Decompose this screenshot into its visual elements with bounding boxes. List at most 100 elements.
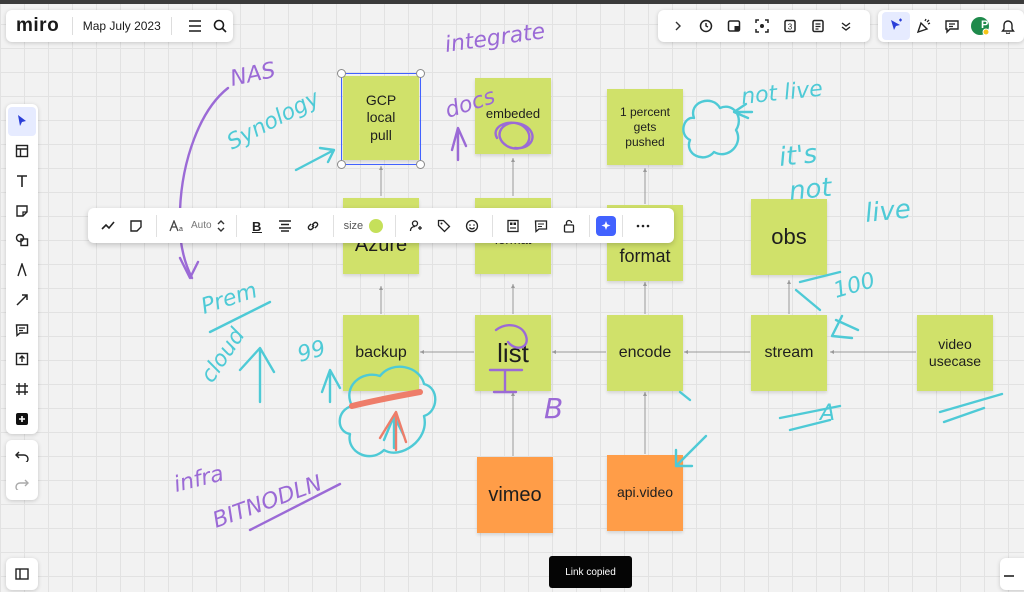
ink-text-99: 99 [295, 336, 329, 368]
celebrate-icon[interactable] [910, 12, 938, 40]
ink-text-prem: Prem [198, 278, 260, 319]
sticky-embeded[interactable]: embeded [475, 78, 551, 154]
notifications-bell-icon[interactable] [994, 12, 1022, 40]
font-icon[interactable]: a [163, 212, 191, 240]
undo-icon[interactable] [8, 442, 36, 470]
text-icon[interactable] [8, 166, 36, 195]
ink-red-strike [349, 389, 423, 409]
ink-text-not-live: not live [740, 77, 824, 110]
sticky-1-percent-gets-pushed[interactable]: 1 percent gets pushed [607, 89, 683, 165]
bold-icon[interactable]: B [243, 212, 271, 240]
sticky-shape-icon[interactable] [122, 212, 150, 240]
font-size-value[interactable]: Auto [191, 220, 212, 231]
avatar-icon[interactable] [966, 12, 994, 40]
ink-text-cloud: cloud [196, 323, 251, 387]
focus-icon[interactable] [748, 12, 776, 40]
comment-icon[interactable] [8, 315, 36, 344]
sticky-vimeo[interactable]: vimeo [477, 457, 553, 533]
svg-text:3: 3 [788, 23, 793, 32]
add-more-icon[interactable] [8, 404, 36, 433]
toast-notification: Link copied [549, 556, 632, 588]
shapes-icon[interactable] [8, 226, 36, 255]
divider [622, 214, 624, 237]
sticky-color-swatch[interactable] [369, 218, 384, 233]
ink-loop-embeded [494, 121, 534, 150]
select-cursor-icon[interactable] [882, 12, 910, 40]
ink-text-live: live [864, 194, 913, 229]
sticky-stream[interactable]: stream [751, 315, 827, 391]
miro-logo[interactable]: miro [16, 15, 60, 36]
present-icon[interactable] [720, 12, 748, 40]
divider [156, 214, 157, 237]
hamburger-menu-icon[interactable] [182, 12, 208, 40]
ink-text-a: A [818, 401, 835, 426]
ink-text-nas: NAS [228, 58, 278, 92]
size-label[interactable]: size [343, 219, 364, 232]
assign-user-icon[interactable] [402, 212, 430, 240]
redo-icon[interactable] [8, 470, 36, 498]
ink-text-docs: docs [442, 84, 498, 124]
ink-cloud [338, 365, 437, 458]
sticky-gcp-local-pull[interactable]: GCP local pull [343, 76, 419, 160]
divider [71, 17, 73, 35]
notes-icon[interactable] [804, 12, 832, 40]
more-chevrons-icon[interactable] [832, 12, 860, 40]
selection-box[interactable] [337, 69, 425, 169]
divider [589, 214, 591, 237]
avatar-letter: P [981, 19, 989, 31]
templates-icon[interactable] [8, 137, 36, 166]
lock-icon[interactable] [555, 212, 583, 240]
switch-type-icon[interactable] [94, 212, 122, 240]
ink-cloud-right [682, 99, 741, 159]
card-icon[interactable] [499, 212, 527, 240]
board-sidebar-toggle[interactable] [6, 558, 38, 590]
divider [235, 214, 237, 237]
sticky-encode[interactable]: encode [607, 315, 683, 391]
sticky-video-usecase[interactable]: video usecase [917, 315, 993, 391]
history-toolbar [6, 440, 38, 500]
more-options-icon[interactable] [629, 212, 657, 240]
ink-text-its: it's [778, 139, 819, 173]
sticky-context-toolbar: a Auto B size [88, 208, 674, 243]
board-header: miro Map July 2023 [6, 10, 233, 42]
select-icon[interactable] [8, 107, 36, 136]
connection-line-icon[interactable] [8, 285, 36, 314]
sticky-backup[interactable]: backup [343, 315, 419, 391]
board-title[interactable]: Map July 2023 [82, 19, 161, 33]
svg-text:a: a [179, 226, 183, 232]
resize-handle-tr[interactable] [416, 69, 425, 78]
resize-handle-tl[interactable] [337, 69, 346, 78]
ink-text-synology: Synology [223, 85, 325, 155]
collaboration-toolbar [878, 10, 1024, 42]
sidebar-panel-icon [15, 568, 29, 580]
upload-icon[interactable] [8, 345, 36, 374]
sticky-api-video[interactable]: api.video [607, 455, 683, 531]
search-icon[interactable] [207, 12, 233, 40]
comments-icon[interactable] [938, 12, 966, 40]
font-size-stepper-icon[interactable] [212, 212, 230, 240]
divider [170, 17, 172, 35]
ink-text-not: not [788, 173, 834, 207]
sticky-obs[interactable]: obs [751, 199, 827, 275]
pen-icon[interactable] [8, 256, 36, 285]
frames-count-icon[interactable]: 3 [776, 12, 804, 40]
chevron-right-icon[interactable] [664, 12, 692, 40]
sticky-note-icon[interactable] [8, 196, 36, 225]
tag-icon[interactable] [430, 212, 458, 240]
timer-icon[interactable] [692, 12, 720, 40]
frame-icon[interactable] [8, 375, 36, 404]
add-comment-icon[interactable] [527, 212, 555, 240]
resize-handle-bl[interactable] [337, 160, 346, 169]
zoom-out-icon[interactable] [1004, 565, 1014, 583]
ai-assist-icon[interactable] [596, 215, 617, 236]
emoji-reaction-icon[interactable] [458, 212, 486, 240]
sticky-list[interactable]: list [475, 315, 551, 391]
resize-handle-br[interactable] [416, 160, 425, 169]
ink-text-infra: infra [171, 461, 226, 497]
window-top-strip [0, 0, 1024, 4]
ink-arrow-teal-gcp [294, 146, 336, 172]
link-icon[interactable] [299, 212, 327, 240]
align-icon[interactable] [271, 212, 299, 240]
ink-text-bitnodlw: BITNODLN [210, 471, 326, 534]
creation-toolbar [6, 104, 38, 434]
